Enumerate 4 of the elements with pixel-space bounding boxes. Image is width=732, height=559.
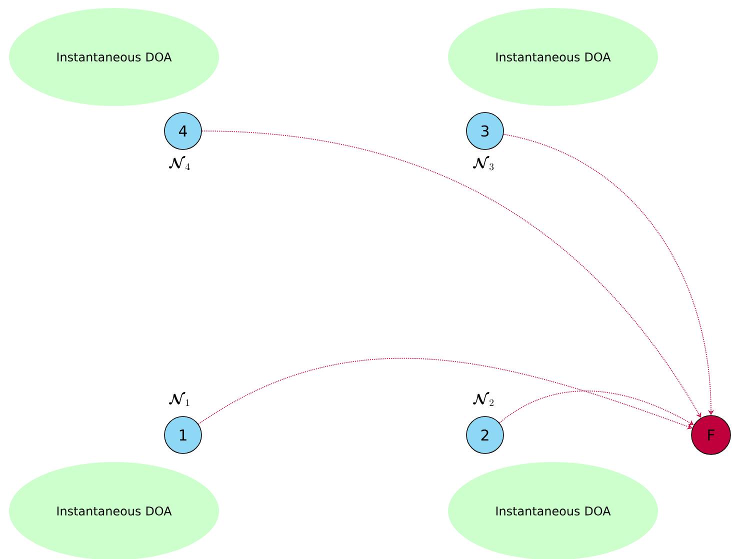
node-label: $\boldsymbol{\mathcal{N}}_3$: [473, 156, 494, 170]
node-label: $\boldsymbol{\mathcal{N}}_2$: [473, 392, 494, 406]
node-label: $\boldsymbol{\mathcal{N}}_4$: [169, 156, 190, 170]
node-label: $\boldsymbol{\mathcal{N}}_1$: [169, 392, 190, 406]
